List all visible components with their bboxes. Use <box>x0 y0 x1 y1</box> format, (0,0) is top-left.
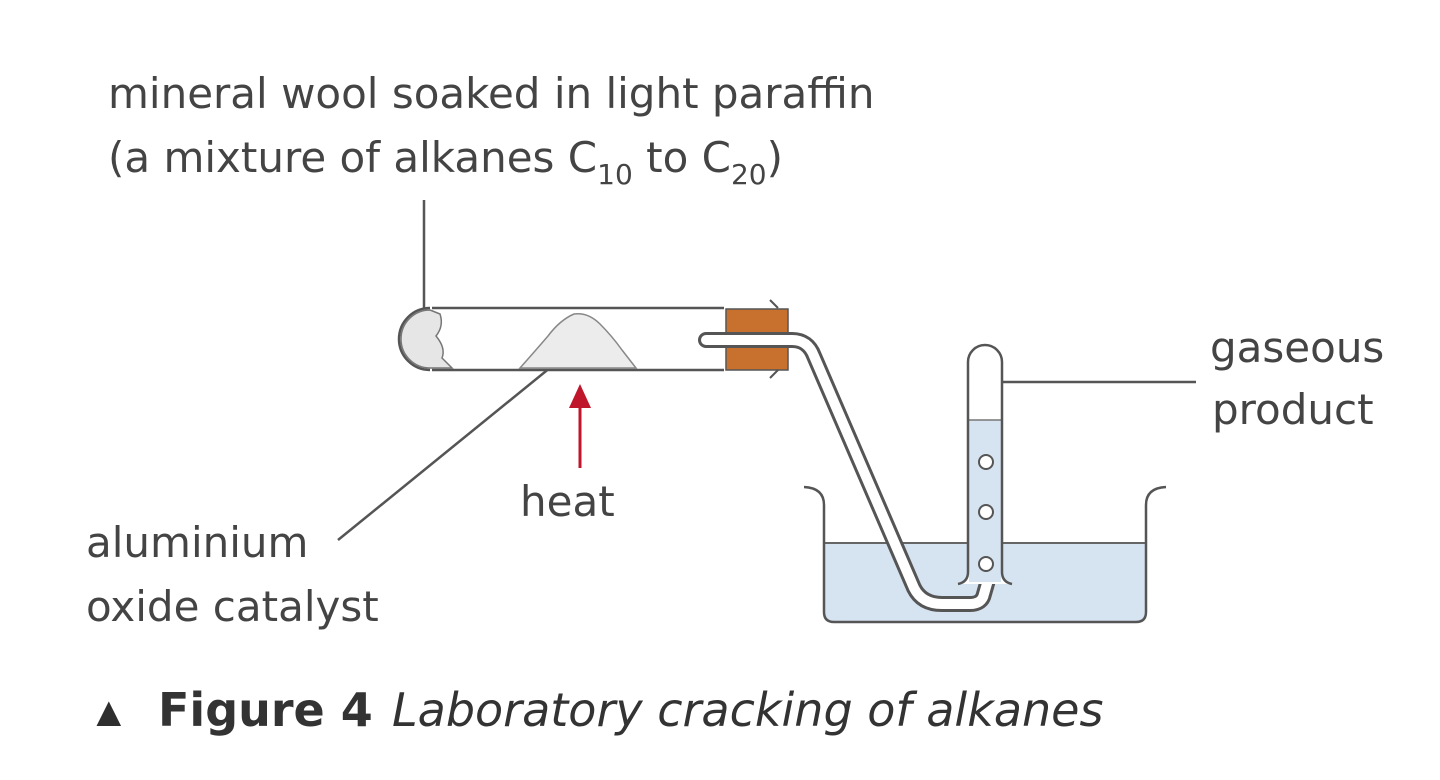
gas-bubble <box>978 454 994 470</box>
label-gaseous-line2: product <box>1212 385 1374 434</box>
rubber-stopper <box>725 299 789 379</box>
boiling-tube <box>397 306 790 372</box>
label-catalyst-line1: aluminium <box>86 518 308 567</box>
collection-tube-outline <box>957 343 1013 586</box>
gas-bubble <box>978 504 994 520</box>
label-mineral-wool-line1: mineral wool soaked in light paraffin <box>108 69 875 118</box>
heat-arrow-icon <box>569 384 591 468</box>
delivery-tube <box>698 332 996 612</box>
stopper-bottom-half <box>725 345 789 371</box>
aluminium-oxide-heap <box>518 312 638 369</box>
caption-triangle-icon: ▲ <box>88 688 130 735</box>
leader-line-catalyst <box>337 349 573 541</box>
collection-tube-water <box>969 420 1001 582</box>
stopper-edge-top <box>769 299 779 309</box>
tube-outline <box>397 306 724 372</box>
trough-outline <box>803 485 1167 624</box>
caption-title: Laboratory cracking of alkanes <box>392 683 1103 737</box>
label-heat: heat <box>520 477 615 526</box>
stopper-edge-bottom <box>769 369 779 379</box>
delivery-tube-bore <box>701 335 993 609</box>
mineral-wool-plug <box>400 309 454 369</box>
label-catalyst-line2: oxide catalyst <box>86 582 379 631</box>
label-mineral-wool-line2: (a mixture of alkanes C10 to C20) <box>108 133 783 191</box>
gas-bubble <box>978 556 994 572</box>
caption-figure-number: Figure 4 <box>158 683 373 737</box>
stopper-top-half <box>725 308 789 336</box>
label-gaseous-line1: gaseous <box>1210 323 1384 372</box>
